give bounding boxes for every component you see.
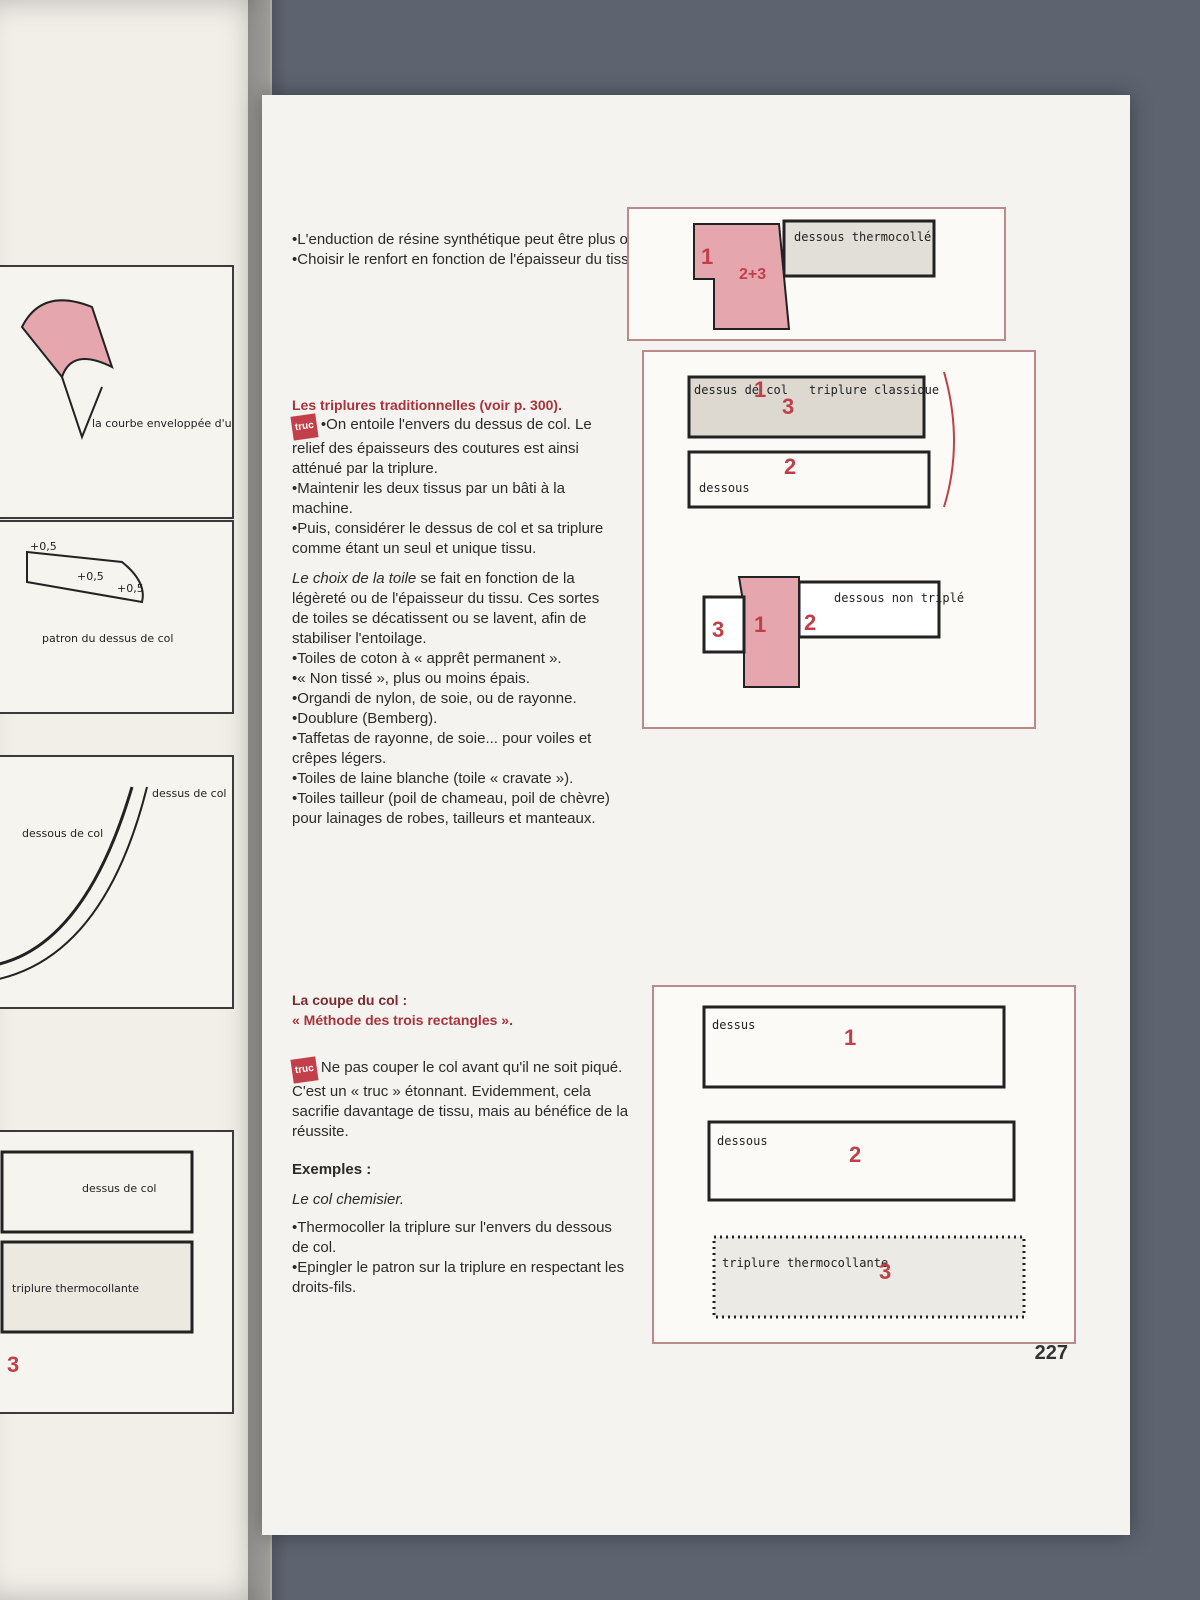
- figure-triplure-classique: dessus de col triplure classique 1 3 des…: [642, 350, 1036, 729]
- toile-5: Taffetas de rayonne, de soie... pour voi…: [292, 729, 612, 769]
- toile-3: Organdi de nylon, de soie, ou de rayonne…: [292, 689, 612, 709]
- fig4-num: 3: [7, 1352, 19, 1377]
- fig-d-r2-label: dessous: [717, 1134, 768, 1148]
- section1-bullet-1: On entoile l'envers du dessus de col. Le…: [292, 416, 592, 477]
- section-triplures: Les triplures traditionnelles (voir p. 3…: [290, 395, 612, 829]
- fig-c-n2: 2: [804, 610, 816, 635]
- fig-b-dessous: dessous: [699, 481, 750, 495]
- fig-b-n2: 2: [784, 454, 796, 479]
- left-figure-pattern: +0,5 +0,5 +0,5 patron du dessus de col: [0, 520, 234, 714]
- exemples-heading: Exemples :: [292, 1161, 372, 1178]
- left-figure-collar-curve: la courbe enveloppée d'un col: [0, 265, 234, 519]
- figure-trois-rectangles: dessus 1 dessous 2 triplure thermocollan…: [652, 985, 1076, 1344]
- left-figure-collar: dessous de col dessus de col: [0, 755, 234, 1009]
- section1-bullet-3: Puis, considérer le dessus de col et sa …: [292, 519, 612, 559]
- fig-d-r1-label: dessus: [712, 1018, 755, 1032]
- intro-bullet-1: L'enduction de résine synthétique peut ê…: [292, 230, 892, 250]
- fig-c-n3: 3: [712, 617, 724, 642]
- section1-heading: Les triplures traditionnelles (voir p. 3…: [292, 397, 562, 413]
- fig-a-n1: 1: [701, 244, 713, 269]
- fig2-label: patron du dessus de col: [42, 632, 173, 645]
- fig-b-triplure: triplure classique: [809, 383, 939, 397]
- section2-bullet-2: Epingler le patron sur la triplure en re…: [292, 1258, 632, 1298]
- fig1-label: la courbe enveloppée d'un col: [92, 417, 232, 430]
- fig-d-r3-label: triplure thermocollante: [722, 1256, 888, 1270]
- truc-badge: truc: [290, 413, 319, 441]
- fig-d-r1-num: 1: [844, 1025, 856, 1050]
- fig3-label-a: dessous de col: [22, 827, 103, 840]
- page-number: 227: [1034, 1342, 1068, 1364]
- left-page: la courbe enveloppée d'un col +0,5 +0,5 …: [0, 0, 272, 1600]
- fig-c-label: dessous non triplé: [834, 591, 964, 605]
- fig-c-n1: 1: [754, 612, 766, 637]
- truc-badge-2: truc: [290, 1056, 319, 1084]
- fig4-label-b: triplure thermocollante: [12, 1282, 139, 1295]
- intro-bullet-2: Choisir le renfort en fonction de l'épai…: [292, 250, 892, 270]
- fig-b-n3: 3: [782, 394, 794, 419]
- choix-rest: se fait en fonction de la légèreté ou de…: [292, 570, 600, 647]
- fig2-margin-2: +0,5: [77, 570, 104, 583]
- fig-d-r3-num: 3: [879, 1259, 891, 1284]
- fig3-label-b: dessus de col: [152, 787, 227, 800]
- section2-bullet-1: Thermocoller la triplure sur l'envers du…: [292, 1218, 632, 1258]
- fig-a-n2: 2+3: [739, 266, 766, 283]
- truc-text: Ne pas couper le col avant qu'il ne soit…: [292, 1059, 629, 1140]
- toile-1: Toiles de coton à « apprêt permanent ».: [292, 649, 612, 669]
- fig-a-label: dessous thermocollé: [794, 230, 931, 244]
- toile-4: Doublure (Bemberg).: [292, 709, 612, 729]
- fig-b-dessus: dessus de col: [694, 383, 788, 397]
- left-figure-fusible: dessus de col triplure thermocollante 3: [0, 1130, 234, 1414]
- figure-thermocolle: dessous thermocollé 1 2+3: [627, 207, 1006, 341]
- section-coupe: La coupe du col : « Méthode des trois re…: [290, 990, 632, 1298]
- fig-d-r2-num: 2: [849, 1142, 861, 1167]
- right-page: L'enduction de résine synthétique peut ê…: [262, 95, 1130, 1535]
- toile-6: Toiles de laine blanche (toile « cravate…: [292, 769, 612, 789]
- toile-7: Toiles tailleur (poil de chameau, poil d…: [292, 789, 612, 829]
- toile-2: « Non tissé », plus ou moins épais.: [292, 669, 612, 689]
- section2-heading-1: La coupe du col :: [292, 992, 408, 1008]
- fig4-label-a: dessus de col: [82, 1182, 157, 1195]
- col-chemisier: Le col chemisier.: [292, 1191, 404, 1208]
- choix-italic: Le choix de la toile: [292, 570, 417, 587]
- fig-b-n1: 1: [754, 377, 766, 402]
- section2-heading-2: « Méthode des trois rectangles ».: [292, 1012, 513, 1028]
- fig2-margin-3: +0,5: [117, 582, 144, 595]
- fig2-margin-1: +0,5: [30, 540, 57, 553]
- intro-text: L'enduction de résine synthétique peut ê…: [292, 230, 892, 270]
- section1-bullet-2: Maintenir les deux tissus par un bâti à …: [292, 479, 612, 519]
